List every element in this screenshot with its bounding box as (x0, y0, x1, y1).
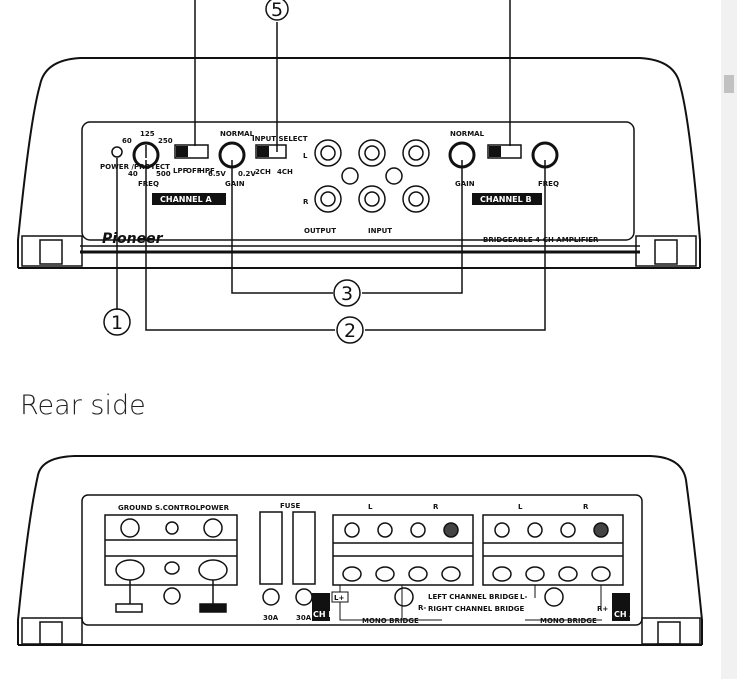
freq-tick: 60 (122, 137, 132, 145)
fuse-rating: 30A (263, 614, 279, 622)
ground-label: GROUND (118, 504, 153, 512)
callout-1: 1 (103, 308, 131, 336)
filter-switch-a (174, 144, 209, 159)
channel-a-label: CHANNEL A (160, 195, 212, 204)
fuse-rating: 30A (296, 614, 312, 622)
gain-tick: 6.5V (208, 170, 226, 178)
terminal-r-plus: R+ (597, 605, 608, 613)
gain-top: NORMAL (220, 130, 255, 138)
rear-side-heading: Rear side (20, 390, 146, 421)
freq-tick: 40 (128, 170, 138, 178)
callout-2: 2 (336, 316, 364, 344)
callout-5: 5 (265, 0, 289, 21)
front-panel (17, 57, 701, 269)
callout-3: 3 (333, 279, 361, 307)
scrollbar-thumb[interactable] (724, 75, 734, 93)
ch-b-badge: CH B (313, 610, 334, 619)
terminal-r-minus: R- (418, 604, 426, 612)
gain-label: GAIN (455, 180, 475, 188)
power-terminal-label: POWER (200, 504, 230, 512)
output-label: OUTPUT (304, 227, 336, 235)
gain-top: NORMAL (450, 130, 485, 138)
model-text: BRIDGEABLE 4-CH AMPLIFIER (483, 236, 599, 244)
input-select-switch (255, 144, 287, 159)
row-r-label: R (303, 198, 309, 206)
input-label: INPUT (368, 227, 392, 235)
speaker-l-label: L (368, 503, 373, 511)
gain-tick: 0.2V (238, 170, 256, 178)
terminal-l-minus: L- (520, 593, 527, 601)
mono-bridge-label: MONO BRIDGE (540, 617, 597, 625)
freq-tick: 250 (158, 137, 173, 145)
scrollbar[interactable] (721, 0, 737, 679)
speaker-l-label: L (518, 503, 523, 511)
right-bridge-label: RIGHT CHANNEL BRIDGE (428, 605, 525, 613)
amplifier-diagram: POWER /PROTECT 125 60 250 40 500 FREQ LP… (17, 0, 703, 646)
freq-tick: 500 (156, 170, 171, 178)
rear-panel (17, 455, 703, 646)
brand-logo: Pioneer (102, 231, 164, 247)
mono-bridge-label: MONO BRIDGE (362, 617, 419, 625)
row-l-label: L (303, 152, 308, 160)
svg-text:3: 3 (341, 283, 353, 305)
freq-label: FREQ (538, 180, 559, 188)
filter-option: HPF (199, 167, 215, 175)
freq-tick: 125 (140, 130, 155, 138)
power-label: POWER /PROTECT (100, 163, 170, 171)
input-select-label: INPUT SELECT (252, 135, 308, 143)
input-option: 4CH (277, 168, 293, 176)
left-bridge-label: LEFT CHANNEL BRIDGE (428, 593, 519, 601)
svg-text:2: 2 (344, 320, 356, 342)
fuse-label: FUSE (280, 502, 301, 510)
gain-label: GAIN (225, 180, 245, 188)
filter-option: OFF (186, 167, 202, 175)
filter-option: LPF (173, 167, 188, 175)
filter-switch-b (487, 144, 522, 159)
svg-text:1: 1 (111, 312, 123, 334)
input-option: 2CH (255, 168, 271, 176)
freq-label: FREQ (138, 180, 159, 188)
channel-b-label: CHANNEL B (480, 195, 532, 204)
callout-lines (116, 0, 546, 331)
scontrol-label: S.CONTROL (155, 504, 201, 512)
svg-text:5: 5 (271, 0, 283, 21)
ch-a-badge: CH A (614, 610, 636, 619)
rca-jacks (314, 139, 430, 213)
terminal-l-plus: L+ (334, 594, 344, 602)
terminal-l-plus-box (331, 591, 349, 603)
speaker-r-label: R (583, 503, 589, 511)
power-indicator (111, 146, 123, 158)
speaker-r-label: R (433, 503, 439, 511)
